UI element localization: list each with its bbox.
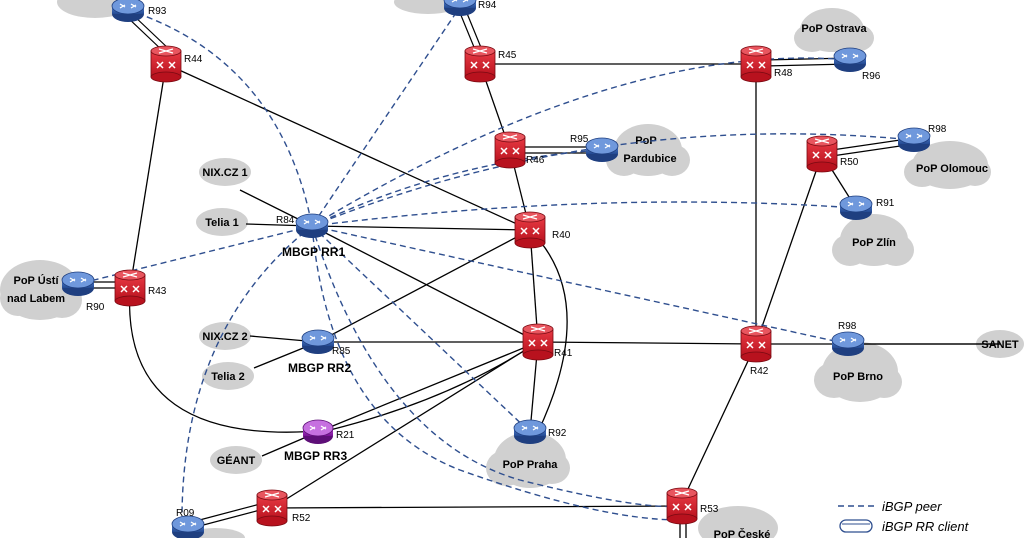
- router-label-r85: R85: [332, 346, 351, 357]
- router-label-r96: R96: [862, 71, 881, 82]
- router-r45[interactable]: [464, 45, 496, 83]
- cloud-label-nix2: NIX.CZ 2: [202, 331, 247, 343]
- cloud-label-zlin: PoP Zlín: [852, 237, 896, 249]
- router-label-r43: R43: [148, 286, 167, 297]
- router-label-r41: R41: [554, 348, 573, 359]
- cloud-telia2: Telia 2: [202, 362, 254, 390]
- router-label-r46: R46: [526, 155, 545, 166]
- cloud-pop-brno: PoP Brno: [814, 342, 902, 402]
- router-r84[interactable]: [295, 213, 329, 239]
- cloud-nix2: NIX.CZ 2: [199, 322, 251, 350]
- cloud-label-nix1: NIX.CZ 1: [202, 167, 247, 179]
- router-r98-brno[interactable]: [831, 331, 865, 357]
- cloud-pop-pardubice: PoP Pardubice: [606, 124, 690, 176]
- legend-client-icon: [839, 519, 873, 533]
- cloud-label-ceske: PoP České: [714, 528, 771, 538]
- cloud-pop-praha: PoP Praha: [486, 432, 570, 488]
- router-r52[interactable]: [256, 489, 288, 527]
- router-label-r45: R45: [498, 50, 517, 61]
- cloud-pop-zlin: PoP Zlín: [832, 214, 914, 266]
- router-label-r95: R95: [570, 134, 589, 145]
- router-r09[interactable]: [171, 515, 205, 538]
- router-r44[interactable]: [150, 45, 182, 83]
- rr2-label: MBGP RR2: [288, 361, 351, 375]
- router-r46[interactable]: [494, 131, 526, 169]
- router-r40[interactable]: [514, 211, 546, 249]
- router-r42[interactable]: [740, 325, 772, 363]
- cloud-pop-ostrava: PoP Ostrava: [794, 8, 874, 52]
- router-label-r84: R84: [276, 215, 295, 226]
- cloud-label-praha: PoP Praha: [503, 459, 559, 471]
- cloud-label-usti-1: PoP Ústí: [13, 274, 59, 287]
- router-r41[interactable]: [522, 323, 554, 361]
- cloud-label-geant: GÉANT: [217, 454, 256, 467]
- router-r90[interactable]: [61, 271, 95, 297]
- legend-client-label: iBGP RR client: [882, 519, 970, 534]
- cloud-pop-olomouc: PoP Olomouc: [904, 141, 991, 189]
- router-label-r50: R50: [840, 157, 859, 168]
- router-r92[interactable]: [513, 419, 547, 445]
- router-label-r53: R53: [700, 504, 719, 515]
- cloud-label-brno: PoP Brno: [833, 371, 883, 383]
- cloud-geant: GÉANT: [210, 446, 262, 474]
- router-r50[interactable]: [806, 135, 838, 173]
- router-label-r52: R52: [292, 513, 311, 524]
- router-label-r44: R44: [184, 54, 203, 65]
- cloud-pop-ceske: PoP České: [698, 506, 778, 538]
- legend: iBGP peer iBGP RR client: [838, 499, 970, 534]
- cloud-telia1: Telia 1: [196, 208, 248, 236]
- router-r95[interactable]: [585, 137, 619, 163]
- rr3-label: MBGP RR3: [284, 449, 347, 463]
- cloud-label-sanet: SANET: [981, 339, 1019, 351]
- cloud-label-ostrava: PoP Ostrava: [801, 23, 867, 35]
- cloud-pop-usti: PoP Ústí nad Labem: [0, 260, 82, 320]
- router-label-r93: R93: [148, 6, 167, 17]
- router-r96[interactable]: [833, 47, 867, 73]
- rr1-label: MBGP RR1: [282, 245, 345, 259]
- router-label-r91: R91: [876, 198, 895, 209]
- router-r93[interactable]: [111, 0, 145, 23]
- router-r91[interactable]: [839, 195, 873, 221]
- cloud-label-usti-2: nad Labem: [7, 293, 65, 305]
- router-r98-olomouc[interactable]: [897, 127, 931, 153]
- router-r85[interactable]: [301, 329, 335, 355]
- router-label-r92: R92: [548, 428, 567, 439]
- router-label-r21: R21: [336, 430, 355, 441]
- router-label-r40: R40: [552, 230, 571, 241]
- cloud-label-telia2: Telia 2: [211, 371, 244, 383]
- router-label-r42: R42: [750, 366, 769, 377]
- ibgp-peer-links: [77, 3, 915, 527]
- router-r94[interactable]: [443, 0, 477, 17]
- cloud-nix1: NIX.CZ 1: [199, 158, 251, 186]
- router-r53[interactable]: [666, 487, 698, 525]
- router-label-r98-brno: R98: [838, 321, 857, 332]
- router-label-r94: R94: [478, 0, 497, 11]
- cloud-label-telia1: Telia 1: [205, 217, 238, 229]
- router-label-r90: R90: [86, 302, 105, 313]
- cloud-label-pardubice-2: Pardubice: [623, 153, 676, 165]
- router-label-r09: R09: [176, 508, 195, 519]
- router-r21[interactable]: [302, 419, 334, 445]
- cloud-label-olomouc: PoP Olomouc: [916, 163, 988, 175]
- router-r48[interactable]: [740, 45, 772, 83]
- legend-peer-label: iBGP peer: [882, 499, 942, 514]
- router-label-r98-olomouc: R98: [928, 124, 947, 135]
- router-label-r48: R48: [774, 68, 793, 79]
- router-r43[interactable]: [114, 269, 146, 307]
